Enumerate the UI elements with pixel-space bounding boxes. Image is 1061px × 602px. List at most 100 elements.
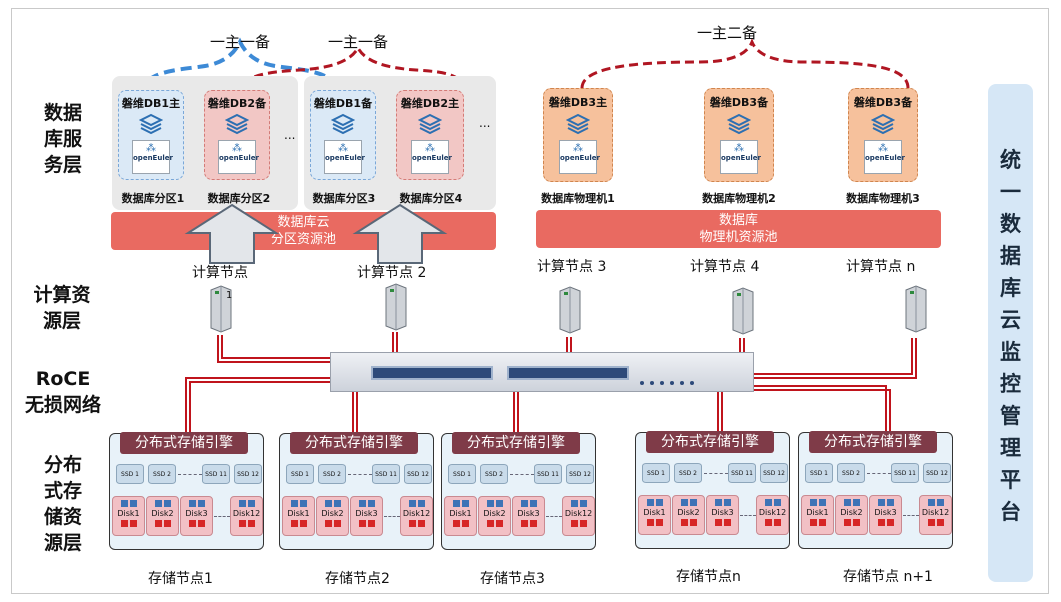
partition-box-1[interactable]: 磐维DB1主 ⁂openEuler	[118, 90, 184, 180]
disk-label: Disk3	[874, 508, 897, 517]
db-label: 磐维DB2主	[400, 97, 460, 110]
openeuler-logo: ⁂openEuler	[864, 140, 905, 174]
ssd-drive: SSD 12	[923, 463, 951, 483]
ssd-ellipsis-line	[348, 474, 372, 475]
platform-char: 统	[1000, 148, 1021, 172]
server-icon[interactable]	[556, 285, 582, 335]
server-icon[interactable]	[729, 286, 755, 336]
physical-box-3[interactable]: 磐维DB3备 ⁂openEuler	[848, 88, 918, 182]
disk-label: Disk1	[449, 509, 472, 518]
unified-monitoring-platform[interactable]: 统一数据库云监控管理平台	[988, 84, 1033, 582]
hdd-disk: Disk2	[835, 495, 868, 535]
triple-annotation: 一主二备	[697, 24, 758, 42]
hdd-disk: Disk12	[230, 496, 263, 536]
server-icon[interactable]	[207, 284, 233, 334]
storage-node-label-2: 存储节点2	[325, 571, 390, 587]
ssd-ellipsis-line	[867, 473, 891, 474]
hdd-disk: Disk12	[756, 495, 789, 535]
storage-layer-label: 分布式存储资源层	[43, 454, 82, 554]
disk-label: Disk2	[483, 509, 506, 518]
ssd-drive: SSD 1	[286, 464, 314, 484]
partition-label-3: 数据库分区3	[312, 192, 376, 205]
openeuler-logo: ⁂openEuler	[411, 140, 452, 174]
hdd-disk: Disk3	[869, 495, 902, 535]
physical-box-1[interactable]: 磐维DB3主 ⁂openEuler	[543, 88, 613, 182]
hdd-disk: Disk2	[316, 496, 349, 536]
hdd-disk: Disk12	[400, 496, 433, 536]
database-stack-icon	[331, 113, 355, 135]
hdd-disk: Disk12	[919, 495, 952, 535]
server-icon[interactable]	[382, 282, 408, 332]
database-stack-icon	[871, 113, 895, 135]
hdd-disk: Disk12	[562, 496, 595, 536]
ssd-drive: SSD 2	[674, 463, 702, 483]
disk-label: Disk12	[564, 509, 593, 518]
partition-box-4[interactable]: 磐维DB2主 ⁂openEuler	[396, 90, 464, 180]
hdd-disk: Disk3	[706, 495, 739, 535]
ssd-drive: SSD 2	[480, 464, 508, 484]
partition-box-2[interactable]: 磐维DB2备 ⁂openEuler	[204, 90, 270, 180]
compute-node-label-3: 计算节点 3	[537, 259, 607, 275]
disk-label: Disk2	[840, 508, 863, 517]
ellipsis-left: ...	[284, 128, 296, 142]
physical-box-2[interactable]: 磐维DB3备 ⁂openEuler	[704, 88, 774, 182]
pair2-annotation: 一主一备	[328, 33, 389, 51]
disk-label: Disk12	[402, 509, 431, 518]
ssd-drive: SSD 11	[202, 464, 230, 484]
storage-node-label-3: 存储节点3	[480, 571, 545, 587]
ssd-drive: SSD 1	[116, 464, 144, 484]
openeuler-logo: ⁂openEuler	[720, 140, 761, 174]
platform-char: 管	[1000, 404, 1021, 428]
storage-engine-label: 分布式存储引擎	[809, 431, 937, 453]
platform-char: 控	[1000, 372, 1021, 396]
compute-node-label-n: 计算节点 n	[846, 259, 916, 275]
physical-label-3: 数据库物理机3	[846, 192, 920, 205]
server-icon[interactable]	[902, 284, 928, 334]
storage-node-label-1: 存储节点1	[148, 571, 213, 587]
hdd-disk: Disk1	[282, 496, 315, 536]
pair2-arc	[236, 44, 468, 98]
physical-pool-bar: 数据库物理机资源池	[536, 210, 941, 248]
hdd-disk: Disk3	[180, 496, 213, 536]
disk-label: Disk3	[517, 509, 540, 518]
db-label: 磐维DB3备	[709, 96, 769, 109]
ssd-ellipsis-line	[178, 474, 202, 475]
storage-engine-label: 分布式存储引擎	[646, 431, 774, 453]
up-arrow-icon	[352, 203, 448, 264]
disk-label: Disk12	[921, 508, 950, 517]
database-stack-icon	[566, 113, 590, 135]
disk-label: Disk3	[355, 509, 378, 518]
disk-label: Disk12	[232, 509, 261, 518]
db-label: 磐维DB3主	[548, 96, 608, 109]
disk-ellipsis-line	[384, 516, 400, 517]
db-label: 磐维DB2备	[207, 97, 267, 110]
storage-engine-label: 分布式存储引擎	[452, 432, 580, 454]
database-stack-icon	[225, 113, 249, 135]
platform-char: 一	[1000, 180, 1021, 204]
db-label: 磐维DB1主	[121, 97, 181, 110]
ssd-drive: SSD 12	[760, 463, 788, 483]
storage-node-label-n1: 存储节点 n+1	[843, 569, 933, 585]
hdd-disk: Disk1	[638, 495, 671, 535]
physical-label-2: 数据库物理机2	[702, 192, 776, 205]
db-service-layer-label: 数据库服务层	[43, 102, 82, 176]
db-label: 磐维DB1备	[313, 97, 373, 110]
switch-ellipsis	[637, 370, 697, 389]
platform-char: 云	[1000, 308, 1021, 332]
switch-port-strip	[507, 366, 629, 380]
ssd-ellipsis-line	[510, 474, 534, 475]
up-arrow-icon	[184, 203, 280, 264]
disk-label: Disk1	[117, 509, 140, 518]
compute-node-label-2: 计算节点 2	[357, 265, 427, 281]
partition-box-3[interactable]: 磐维DB1备 ⁂openEuler	[310, 90, 376, 180]
hdd-disk: Disk2	[478, 496, 511, 536]
ssd-drive: SSD 12	[566, 464, 594, 484]
ssd-drive: SSD 11	[891, 463, 919, 483]
